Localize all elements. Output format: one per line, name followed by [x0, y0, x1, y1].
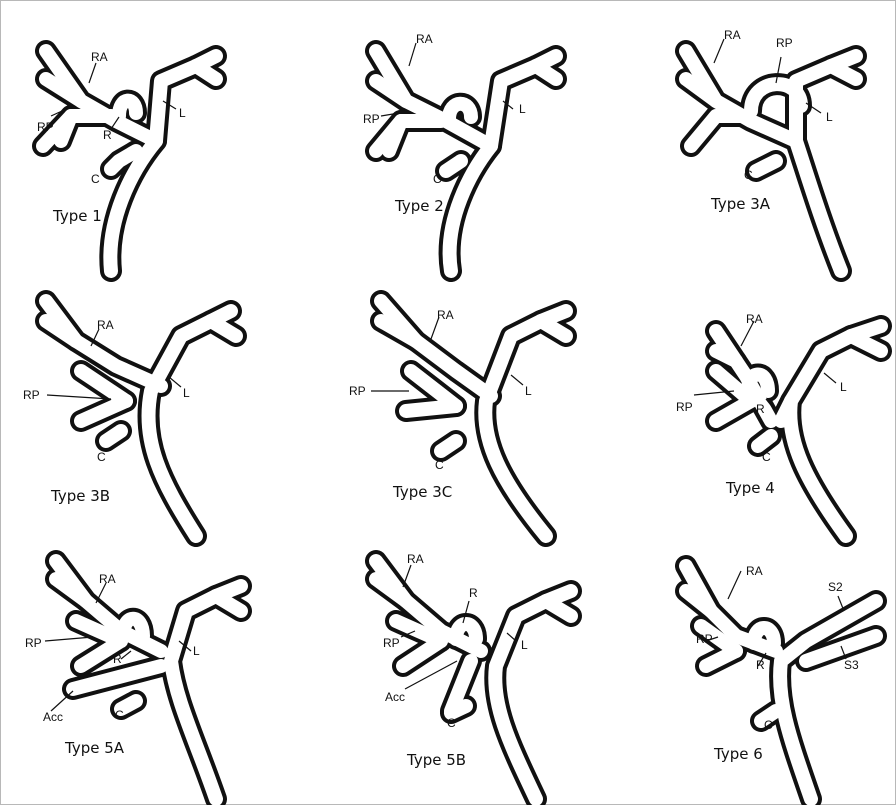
label-c: C — [91, 173, 100, 185]
panel-type-6: RA RP R S2 S3 C Type 6 — [606, 541, 896, 803]
label-l: L — [519, 103, 526, 115]
duct-diagram-type-2 — [331, 21, 621, 283]
panel-type-2: RA RP L C Type 2 — [331, 21, 621, 283]
panel-type-3c: RA RP L C Type 3C — [331, 291, 621, 553]
label-c: C — [762, 451, 771, 463]
panel-type-1: RA RP R L C Type 1 — [11, 21, 301, 283]
panel-type-3a: RA RP L C Type 3A — [606, 21, 896, 283]
type-label: Type 3B — [51, 489, 110, 504]
label-c: C — [433, 173, 442, 185]
label-l: L — [179, 107, 186, 119]
label-acc: Acc — [385, 691, 405, 703]
duct-diagram-type-5a — [11, 541, 301, 803]
label-acc: Acc — [43, 711, 63, 723]
label-rp: RP — [676, 401, 693, 413]
type-label: Type 6 — [714, 747, 763, 762]
label-c: C — [744, 169, 753, 181]
label-ra: RA — [91, 51, 108, 63]
label-ra: RA — [97, 319, 114, 331]
label-ra: RA — [746, 565, 763, 577]
label-ra: RA — [416, 33, 433, 45]
label-l: L — [521, 639, 528, 651]
label-ra: RA — [437, 309, 454, 321]
panel-type-5a: RA RP R L Acc C Type 5A — [11, 541, 301, 803]
label-c: C — [97, 451, 106, 463]
type-label: Type 3C — [393, 485, 452, 500]
label-l: L — [840, 381, 847, 393]
label-rp: RP — [25, 637, 42, 649]
label-c: C — [447, 717, 456, 729]
label-r: R — [469, 587, 478, 599]
label-r: R — [756, 659, 765, 671]
label-r: R — [103, 129, 112, 141]
duct-diagram-type-3a — [606, 21, 896, 283]
label-l: L — [193, 645, 200, 657]
label-s2: S2 — [828, 581, 843, 593]
label-rp: RP — [23, 389, 40, 401]
label-ra: RA — [746, 313, 763, 325]
panel-type-3b: RA RP L C Type 3B — [11, 291, 301, 553]
duct-diagram-type-4 — [606, 291, 896, 553]
label-ra: RA — [99, 573, 116, 585]
label-c: C — [764, 719, 773, 731]
panel-type-4: RA RP R L C Type 4 — [606, 291, 896, 553]
type-label: Type 2 — [395, 199, 444, 214]
label-l: L — [525, 385, 532, 397]
label-rp: RP — [363, 113, 380, 125]
label-rp: RP — [383, 637, 400, 649]
label-c: C — [115, 709, 124, 721]
type-label: Type 3A — [711, 197, 770, 212]
type-label: Type 5B — [407, 753, 466, 768]
duct-diagram-type-3c — [331, 291, 621, 553]
label-l: L — [826, 111, 833, 123]
label-r: R — [113, 653, 122, 665]
type-label: Type 5A — [65, 741, 124, 756]
duct-diagram-type-6 — [606, 541, 896, 803]
label-l: L — [183, 387, 190, 399]
duct-diagram-type-3b — [11, 291, 301, 553]
label-s3: S3 — [844, 659, 859, 671]
duct-diagram-type-5b — [331, 541, 621, 803]
type-label: Type 4 — [726, 481, 775, 496]
label-rp: RP — [696, 633, 713, 645]
label-rp: RP — [776, 37, 793, 49]
label-rp: RP — [349, 385, 366, 397]
label-ra: RA — [407, 553, 424, 565]
type-label: Type 1 — [53, 209, 102, 224]
label-c: C — [435, 459, 444, 471]
label-rp: RP — [37, 121, 54, 133]
panel-type-5b: RA R RP L Acc C Type 5B — [331, 541, 621, 803]
duct-diagram-type-1 — [11, 21, 301, 283]
label-r: R — [756, 403, 765, 415]
label-ra: RA — [724, 29, 741, 41]
